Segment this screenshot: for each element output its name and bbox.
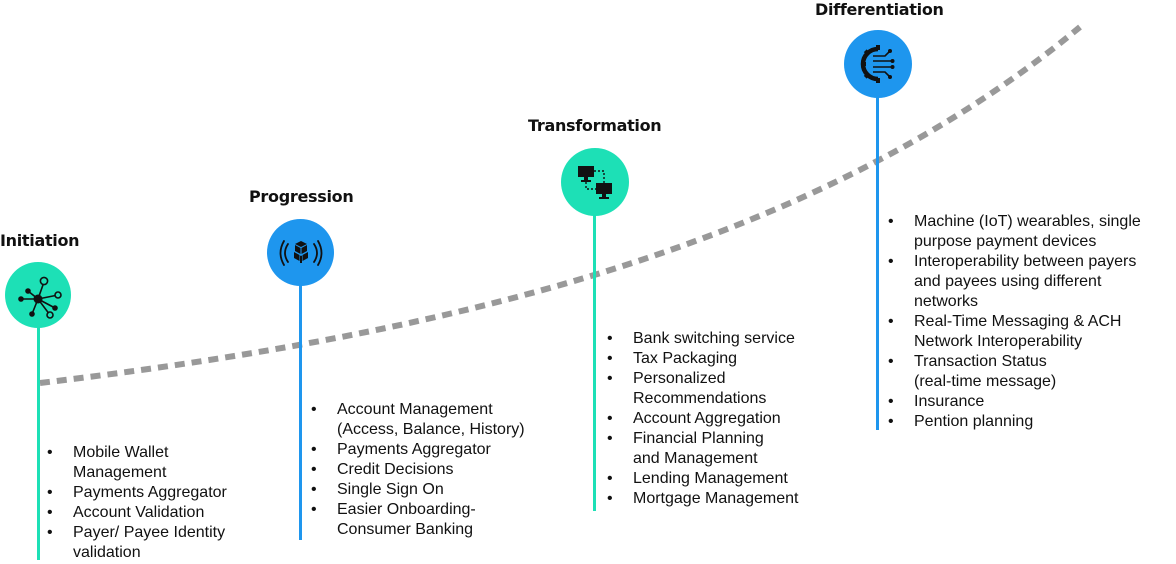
progression-stem bbox=[299, 253, 302, 540]
progression-capability-item: Easier Onboarding- Consumer Banking bbox=[311, 500, 525, 540]
progression-capability-text: Payments Aggregator bbox=[337, 441, 491, 458]
network-nodes-icon bbox=[18, 276, 62, 319]
differentiation-capability-list: Machine (IoT) wearables, single purpose p… bbox=[888, 212, 1141, 432]
initiation-capability-text: Mobile Wallet bbox=[73, 444, 169, 461]
transformation-title: Transformation bbox=[528, 116, 662, 135]
differentiation-capability-text: (real-time message) bbox=[914, 373, 1057, 390]
transformation-capability-item: Lending Management bbox=[607, 469, 798, 489]
differentiation-capability-text: Machine (IoT) wearables, single bbox=[914, 213, 1141, 230]
differentiation-capability-text: Network Interoperability bbox=[914, 333, 1083, 350]
initiation-capability-text: Management bbox=[73, 464, 167, 481]
transformation-capability-text: Tax Packaging bbox=[633, 350, 738, 367]
progression-capability-item: Single Sign On bbox=[311, 480, 525, 500]
transformation-capability-text: Lending Management bbox=[633, 470, 788, 487]
differentiation-capability-text: Insurance bbox=[914, 393, 985, 410]
transformation-capability-list: Bank switching serviceTax PackagingPerso… bbox=[607, 329, 798, 509]
initiation-capability-list: Mobile WalletManagementPayments Aggregat… bbox=[47, 443, 227, 563]
differentiation-capability-text: Real-Time Messaging & ACH bbox=[914, 313, 1122, 330]
initiation-capability-text: Payments Aggregator bbox=[73, 484, 227, 501]
progression-node bbox=[267, 219, 334, 286]
transformation-capability-text: Bank switching service bbox=[633, 330, 795, 347]
progression-capability-text: Single Sign On bbox=[337, 481, 444, 498]
differentiation-capability-item: Interoperability between payers and payee… bbox=[888, 252, 1141, 312]
initiation-capability-text: Payer/ Payee Identity bbox=[73, 524, 226, 541]
initiation-capability-text: Account Validation bbox=[73, 504, 205, 521]
differentiation-capability-item: Transaction Status (real-time message) bbox=[888, 352, 1141, 392]
transformation-capability-item: Tax Packaging bbox=[607, 349, 798, 369]
initiation-capability-text: validation bbox=[73, 544, 141, 561]
transformation-capability-item: Account Aggregation bbox=[607, 409, 798, 429]
transformation-capability-item: Financial Planning and Management bbox=[607, 429, 798, 469]
initiation-node bbox=[5, 262, 71, 328]
progression-capability-text: Consumer Banking bbox=[337, 521, 474, 538]
differentiation-node bbox=[844, 30, 912, 98]
progression-capability-item: Account Management (Access, Balance, Hist… bbox=[311, 400, 525, 440]
transformation-capability-text: and Management bbox=[633, 450, 758, 467]
differentiation-capability-item: Machine (IoT) wearables, single purpose p… bbox=[888, 212, 1141, 252]
transformation-stem bbox=[593, 186, 596, 511]
initiation-title: Initiation bbox=[0, 231, 80, 250]
initiation-capability-item: Payments Aggregator bbox=[47, 483, 227, 503]
transformation-capability-text: Recommendations bbox=[633, 390, 767, 407]
broadcast-blocks-icon bbox=[279, 239, 322, 266]
progression-capability-text: Credit Decisions bbox=[337, 461, 454, 478]
initiation-capability-item: Payer/ Payee Identity validation bbox=[47, 523, 227, 563]
initiation-capability-item: Account Validation bbox=[47, 503, 227, 523]
monitor-switch-icon bbox=[578, 166, 612, 199]
differentiation-capability-text: networks bbox=[914, 293, 979, 310]
transformation-capability-text: Financial Planning bbox=[633, 430, 764, 447]
initiation-stem bbox=[37, 318, 40, 560]
differentiation-capability-text: Interoperability between payers bbox=[914, 253, 1137, 270]
progression-capability-item: Credit Decisions bbox=[311, 460, 525, 480]
progression-capability-text: (Access, Balance, History) bbox=[337, 421, 525, 438]
progression-capability-list: Account Management (Access, Balance, Hist… bbox=[311, 400, 525, 540]
growth-curve-path bbox=[39, 24, 1082, 386]
transformation-capability-item: Mortgage Management bbox=[607, 489, 798, 509]
transformation-capability-text: Mortgage Management bbox=[633, 490, 799, 507]
differentiation-capability-item: Insurance bbox=[888, 392, 1141, 412]
differentiation-capability-text: purpose payment devices bbox=[914, 233, 1097, 250]
differentiation-capability-text: and payees using different bbox=[914, 273, 1102, 290]
differentiation-capability-item: Pention planning bbox=[888, 412, 1141, 432]
transformation-capability-text: Personalized bbox=[633, 370, 726, 387]
gear-circuit-icon bbox=[860, 45, 895, 83]
progression-title: Progression bbox=[249, 187, 354, 206]
differentiation-capability-item: Real-Time Messaging & ACH Network Interop… bbox=[888, 312, 1141, 352]
transformation-capability-item: Bank switching service bbox=[607, 329, 798, 349]
progression-capability-item: Payments Aggregator bbox=[311, 440, 525, 460]
progression-capability-text: Account Management bbox=[337, 401, 493, 418]
differentiation-capability-text: Pention planning bbox=[914, 413, 1034, 430]
differentiation-stem bbox=[876, 64, 879, 430]
transformation-node bbox=[561, 148, 629, 216]
transformation-capability-text: Account Aggregation bbox=[633, 410, 781, 427]
progression-capability-text: Easier Onboarding- bbox=[337, 501, 476, 518]
differentiation-title: Differentiation bbox=[815, 0, 944, 19]
differentiation-capability-text: Transaction Status bbox=[914, 353, 1047, 370]
